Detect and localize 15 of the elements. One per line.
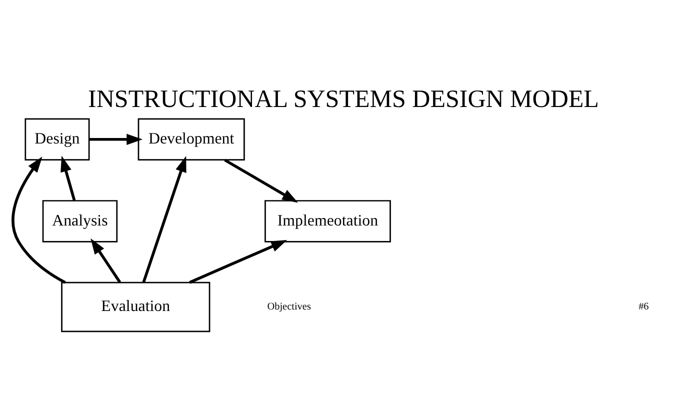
arrow <box>89 134 143 145</box>
node-box: Analysis <box>42 200 118 242</box>
arrow <box>224 158 298 203</box>
diagram-title: INSTRUCTIONAL SYSTEMS DESIGN MODEL <box>88 86 599 114</box>
node-box: Development <box>138 118 245 161</box>
label: #6 <box>638 302 649 313</box>
arrow <box>189 240 288 284</box>
node-box: Design <box>24 118 90 161</box>
arrow <box>142 156 186 283</box>
arrow <box>90 238 122 283</box>
arrow <box>60 156 76 201</box>
node-box: Implemeotation <box>264 200 391 242</box>
label: Objectives <box>267 302 311 313</box>
node-box: Evaluation <box>61 282 210 332</box>
arrow <box>12 156 66 284</box>
